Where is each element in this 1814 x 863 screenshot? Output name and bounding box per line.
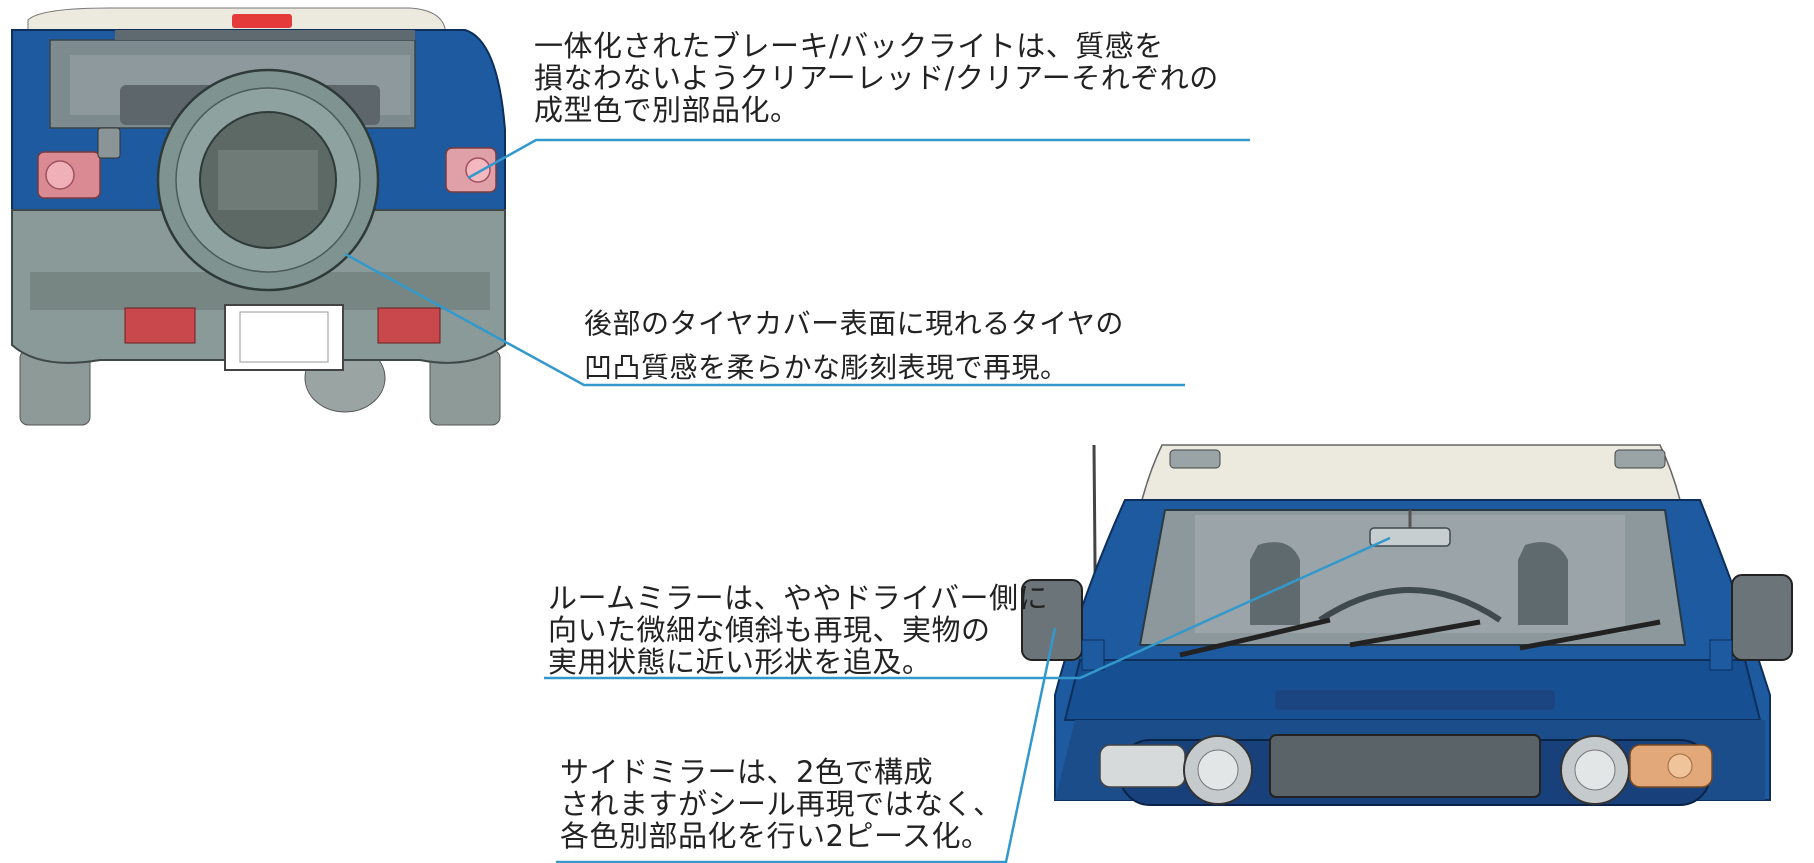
leader-line-brake-light: [467, 138, 1250, 180]
rear-view-vehicle: [11, 7, 506, 426]
annotation-brake-light: 一体化されたブレーキ/バックライトは、質感を 損なわないようクリアーレッド/クリ…: [534, 29, 1219, 127]
front-view-vehicle: [1021, 444, 1793, 806]
leader-line-side-mirror: [556, 627, 1057, 863]
annotation-tire-cover: 後部のタイヤカバー表面に現れるタイヤの 凹凸質感を柔らかな彫刻表現で再現。: [584, 307, 1124, 384]
annotation-room-mirror: ルームミラーは、ややドライバー側に 向いた微細な傾斜も再現、実物の 実用状態に近…: [548, 581, 1049, 679]
leader-line-room-mirror: [544, 536, 1391, 680]
annotation-side-mirror: サイドミラーは、2色で構成 されますがシール再現ではなく、 各色別部品化を行い2…: [560, 755, 1003, 853]
leader-line-tire-cover: [344, 252, 1185, 387]
leader-lines: [344, 138, 1391, 863]
